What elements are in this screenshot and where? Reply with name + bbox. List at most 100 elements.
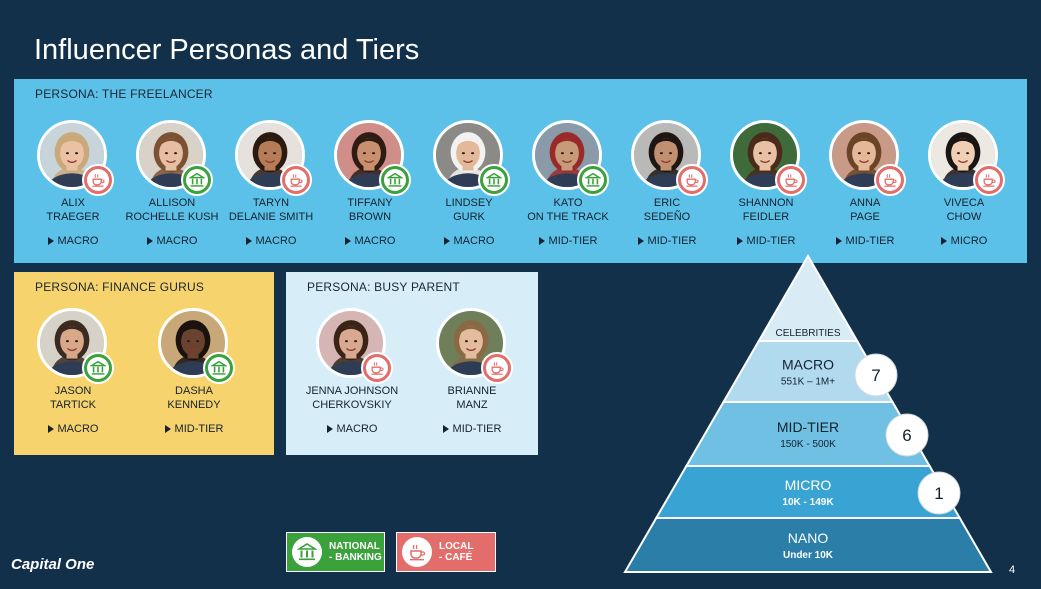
influencer-name-line2: ROCHELLE KUSH xyxy=(125,210,219,223)
influencer-tier: MACRO xyxy=(17,235,129,247)
influencer-name-line2: BROWN xyxy=(348,210,392,223)
influencer-name-line1: VIVECA xyxy=(943,197,985,209)
cafe-icon xyxy=(676,164,708,196)
avatar xyxy=(37,120,107,190)
pyramid-level-4 xyxy=(623,517,993,573)
tier-label: MACRO xyxy=(156,235,198,247)
pyramid-level-name: MID-TIER xyxy=(777,419,839,435)
cafe-icon xyxy=(361,352,393,384)
influencer-tier: MACRO xyxy=(314,235,426,247)
legend-local-line1: LOCAL xyxy=(439,541,474,552)
influencer-name-line2: DELANIE SMITH xyxy=(228,210,314,223)
tier-count: 7 xyxy=(871,366,880,385)
influencer-name-line2: KENNEDY xyxy=(167,398,221,411)
persona-label: PERSONA: THE FREELANCER xyxy=(35,87,213,101)
tier-label: MID-TIER xyxy=(746,235,796,247)
influencer-tier: MACRO xyxy=(116,235,228,247)
influencer-name-line2: CHERKOVSKIY xyxy=(312,398,392,411)
play-icon xyxy=(146,237,153,245)
bank-icon xyxy=(203,352,235,384)
capital-one-logo: Capital One xyxy=(11,556,95,573)
play-icon xyxy=(164,425,171,433)
tier-count-circle xyxy=(917,471,961,515)
legend-national-banking: NATIONAL- BANKING xyxy=(286,532,385,572)
play-icon xyxy=(538,237,545,245)
bank-icon xyxy=(577,164,609,196)
play-icon xyxy=(47,237,54,245)
bank-icon xyxy=(181,164,213,196)
pyramid-level-name: MACRO xyxy=(782,357,834,373)
tier-label: MACRO xyxy=(57,235,99,247)
influencer-name-line2: ON THE TRACK xyxy=(527,210,609,223)
tier-label: MACRO xyxy=(255,235,297,247)
cafe-icon xyxy=(973,164,1005,196)
play-icon xyxy=(442,425,449,433)
influencer-name-line1: KATO xyxy=(553,197,583,209)
legend-local-line2: - CAFÉ xyxy=(439,552,473,563)
influencer-tier: MACRO xyxy=(215,235,327,247)
pyramid-level-name: CELEBRITIES xyxy=(775,328,840,339)
play-icon xyxy=(736,237,743,245)
influencer-name-line2: FEIDLER xyxy=(742,210,790,223)
influencer-tier: MID-TIER xyxy=(416,423,528,435)
influencer-tier: MACRO xyxy=(413,235,525,247)
tier-label: MID-TIER xyxy=(548,235,598,247)
play-icon xyxy=(47,425,54,433)
bank-icon xyxy=(82,352,114,384)
influencer-name-line1: TIFFANY xyxy=(347,197,393,209)
influencer-name-line1: TARYN xyxy=(252,197,290,209)
influencer-name-line2: CHOW xyxy=(946,210,982,223)
cafe-icon xyxy=(402,537,432,567)
tier-label: MACRO xyxy=(354,235,396,247)
page-number: 4 xyxy=(1009,564,1016,576)
play-icon xyxy=(326,425,333,433)
influencer-name-line2: TARTICK xyxy=(49,398,97,411)
influencer-name-line1: ALIX xyxy=(61,197,85,209)
influencer-tier: MACRO xyxy=(17,423,129,435)
influencer-tier: MID-TIER xyxy=(809,235,921,247)
pyramid-level-range: 551K – 1M+ xyxy=(781,377,835,388)
influencer-name-line1: SHANNON xyxy=(738,197,794,209)
cafe-icon xyxy=(82,164,114,196)
influencer-name-line1: DASHA xyxy=(175,385,213,397)
bank-icon xyxy=(292,537,322,567)
tier-count-circle xyxy=(885,413,929,457)
tier-label: MACRO xyxy=(336,423,378,435)
tier-label: MACRO xyxy=(453,235,495,247)
tier-label: MID-TIER xyxy=(647,235,697,247)
influencer-name-line2: GURK xyxy=(453,210,485,223)
influencer-name-line1: LINDSEY xyxy=(445,197,493,209)
play-icon xyxy=(637,237,644,245)
avatar xyxy=(928,120,998,190)
influencer-name-line1: ANNA xyxy=(849,197,881,209)
tier-label: MID-TIER xyxy=(845,235,895,247)
legend-local-cafe: LOCAL- CAFÉ xyxy=(396,532,496,572)
cafe-icon xyxy=(280,164,312,196)
influencer-name-line2: TRAEGER xyxy=(46,210,100,223)
influencer-tier: MICRO xyxy=(908,235,1020,247)
pyramid-level-name: MICRO xyxy=(785,477,832,493)
influencer-name-line1: ERIC xyxy=(653,197,681,209)
play-icon xyxy=(835,237,842,245)
tier-label: MACRO xyxy=(57,423,99,435)
influencer-name-line2: PAGE xyxy=(850,210,880,223)
pyramid-level-name: NANO xyxy=(788,530,829,546)
tier-count: 6 xyxy=(902,426,911,445)
